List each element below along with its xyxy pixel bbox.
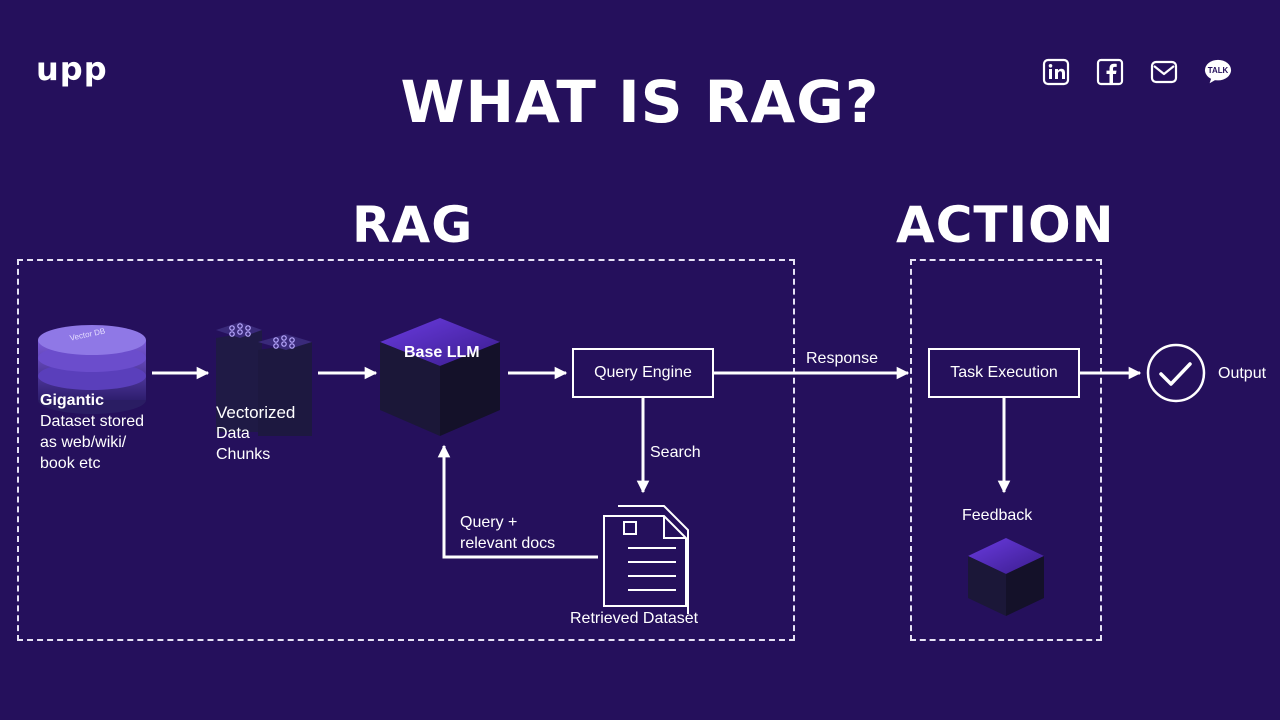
task-execution-node: Task Execution: [928, 348, 1080, 398]
chunks-label-line-1: Vectorized: [216, 403, 296, 422]
vector-db-icon: Vector DB: [38, 325, 146, 414]
chunks-label-line-3: Chunks: [216, 446, 271, 463]
section-label-action: ACTION: [896, 196, 1115, 254]
rag-frame: [17, 259, 795, 641]
retrieved-dataset-label: Retrieved Dataset: [570, 610, 699, 627]
response-label: Response: [806, 350, 879, 367]
social-links: TALK: [1042, 58, 1232, 86]
query-engine-node: Query Engine: [572, 348, 714, 398]
dataset-desc-line-3: book etc: [40, 455, 101, 472]
kakaotalk-label: TALK: [1208, 66, 1229, 75]
linkedin-icon[interactable]: [1042, 58, 1070, 86]
action-frame: [910, 259, 1102, 641]
mail-icon[interactable]: [1150, 58, 1178, 86]
feedback-cube-icon: [968, 538, 1044, 616]
dataset-desc-line-1: Dataset stored: [40, 413, 145, 430]
output-label: Output: [1218, 365, 1267, 382]
query-docs-label-line-2: relevant docs: [460, 535, 556, 552]
facebook-icon[interactable]: [1096, 58, 1124, 86]
kakaotalk-icon[interactable]: TALK: [1204, 58, 1232, 86]
chunks-label-line-2: Data: [216, 425, 250, 442]
dataset-title: Gigantic: [40, 392, 105, 409]
data-chunks-icon: [216, 322, 312, 436]
feedback-label: Feedback: [962, 507, 1033, 524]
section-label-rag: RAG: [352, 196, 474, 254]
check-icon: [1146, 343, 1206, 403]
search-label: Search: [650, 444, 701, 461]
flow-arrows: [152, 366, 1142, 559]
document-icon: [603, 505, 689, 614]
brand-logo[interactable]: upp: [36, 50, 108, 88]
query-docs-label-line-1: Query +: [460, 514, 518, 531]
arrow-query-docs: [437, 444, 598, 559]
base-llm-label: Base LLM: [404, 344, 480, 361]
base-llm-cube-icon: [380, 318, 500, 436]
dataset-desc-line-2: as web/wiki/: [40, 434, 127, 451]
page-title: WHAT IS RAG?: [400, 68, 880, 136]
